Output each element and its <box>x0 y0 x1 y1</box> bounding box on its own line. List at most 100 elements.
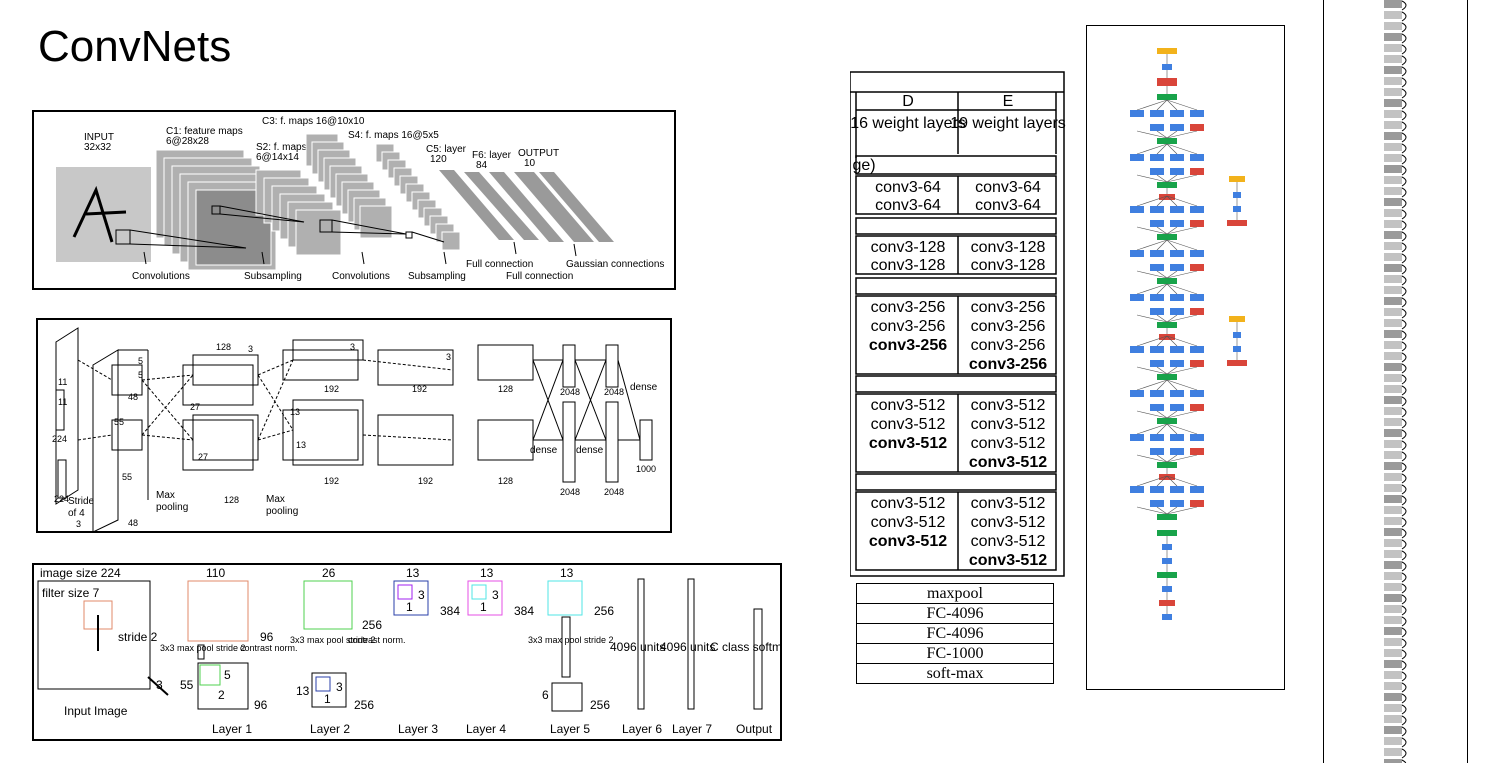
graph-edge <box>1166 379 1198 391</box>
zf-n13d: 13 <box>560 566 574 580</box>
graph-node <box>1190 124 1204 131</box>
resnet-layer <box>1384 440 1402 448</box>
zf-output-label: Output <box>736 722 773 736</box>
vgg-cell: conv3-512 <box>971 514 1046 531</box>
graph-node <box>1130 206 1144 213</box>
resnet-layer <box>1384 594 1402 602</box>
alexnet-label: 192 <box>324 384 339 394</box>
graph-edge <box>1166 283 1178 295</box>
resnet-layer <box>1384 242 1402 250</box>
alexnet-label: 55 <box>122 472 132 482</box>
graph-edge <box>1156 314 1168 323</box>
zf-pool5: 3x3 max pool stride 2 <box>528 635 614 645</box>
resnet-layer <box>1384 275 1402 283</box>
zf-layer2-pooled <box>311 672 347 708</box>
graph-edge <box>1136 226 1168 235</box>
alexnet-label: 55 <box>114 417 124 427</box>
vgg-cell: conv3-128 <box>971 239 1046 256</box>
vgg-cell: conv3-512 <box>971 397 1046 414</box>
graph-edge <box>1166 506 1178 515</box>
resnet-skip <box>1401 66 1407 77</box>
zf-layer1-label: Layer 1 <box>212 722 252 736</box>
graph-edge <box>1166 239 1178 251</box>
graph-edge <box>1166 130 1178 139</box>
graph-node <box>1150 264 1164 271</box>
graph-edge <box>1166 454 1198 463</box>
resnet-skip <box>1401 110 1407 121</box>
graph-edge <box>1156 195 1168 207</box>
lenet-c1-label: C1: feature maps <box>166 126 243 137</box>
resnet-skip <box>1401 550 1407 561</box>
resnet-layer <box>1384 484 1402 492</box>
graph-edge <box>1156 335 1168 347</box>
alexnet-label: 192 <box>418 476 433 486</box>
zf-layer3-map <box>393 580 429 616</box>
graph-node <box>1150 294 1164 301</box>
resnet-layer <box>1384 429 1402 437</box>
graph-edge <box>1166 99 1198 111</box>
alexnet-label: Max <box>156 490 175 501</box>
zfnet-svg: image size 224 filter size 7 stride 2 3 … <box>37 566 795 736</box>
lenet-output-size: 10 <box>524 158 536 169</box>
lenet-caption-sub2: Subsampling <box>408 271 466 282</box>
zf-units2: 4096 units <box>660 640 715 654</box>
alexnet-label: 128 <box>498 384 513 394</box>
vgg-cell: conv3-256 <box>871 299 946 316</box>
resnet-skip <box>1401 451 1407 462</box>
graph-node <box>1159 474 1175 480</box>
graph-node <box>1227 360 1247 366</box>
graph-node <box>1162 558 1172 564</box>
graph-node <box>1170 500 1184 507</box>
resnet-skip <box>1401 737 1407 748</box>
alexnet-label: Stride <box>68 496 95 507</box>
graph-node <box>1170 360 1184 367</box>
zf-n13b: 13 <box>406 566 420 580</box>
zf-n3b: 3 <box>418 588 425 602</box>
resnet-layer <box>1384 286 1402 294</box>
resnet-layer <box>1384 374 1402 382</box>
alexnet-svg: 11 11 224 224 Stride of 4 3 55 55 5 5 48… <box>52 327 658 533</box>
graph-edge <box>1136 366 1168 375</box>
graph-edge <box>1166 410 1198 419</box>
graph-node <box>1190 390 1204 397</box>
resnet-layer <box>1384 704 1402 712</box>
graph-edge <box>1136 423 1168 435</box>
graph-node <box>1170 346 1184 353</box>
graph-node <box>1157 530 1177 536</box>
graph-node <box>1157 78 1177 86</box>
graph-node <box>1130 486 1144 493</box>
graph-edge <box>1156 143 1168 155</box>
alexnet-diagram: 11 11 224 224 Stride of 4 3 55 55 5 5 48… <box>36 318 672 533</box>
resnet-skip <box>1401 242 1407 253</box>
resnet-layer <box>1384 11 1402 19</box>
alexnet-fc-arrows <box>532 359 641 441</box>
graph-node <box>1130 154 1144 161</box>
vgg-cell: conv3-512 <box>971 435 1046 452</box>
graph-node <box>1150 500 1164 507</box>
graph-edge <box>1166 195 1198 207</box>
vgg-bottom-row: FC-4096 <box>856 604 1054 624</box>
resnet-layer <box>1384 506 1402 514</box>
graph-edge <box>1136 174 1168 183</box>
graph-node <box>1157 182 1177 188</box>
graph-node <box>1229 316 1245 322</box>
graph-node <box>1159 194 1175 200</box>
graph-edge <box>1136 335 1168 347</box>
graph-edge <box>1156 270 1168 279</box>
resnet-layer <box>1384 209 1402 217</box>
resnet-skip <box>1401 561 1407 572</box>
graph-edge <box>1166 366 1198 375</box>
vgg-bottom-row: maxpool <box>856 583 1054 604</box>
resnet-skip <box>1401 638 1407 649</box>
resnet-skip <box>1401 660 1407 671</box>
graph-edge <box>1156 454 1168 463</box>
zf-layer4-label: Layer 4 <box>466 722 506 736</box>
alexnet-label: 128 <box>498 476 513 486</box>
alexnet-label: 11 <box>58 377 67 387</box>
resnet-skip <box>1401 308 1407 319</box>
resnet-layer <box>1384 759 1402 767</box>
graph-edge <box>1166 475 1178 487</box>
graph-node <box>1170 264 1184 271</box>
resnet-layer <box>1384 231 1402 239</box>
graph-edge <box>1136 475 1168 487</box>
